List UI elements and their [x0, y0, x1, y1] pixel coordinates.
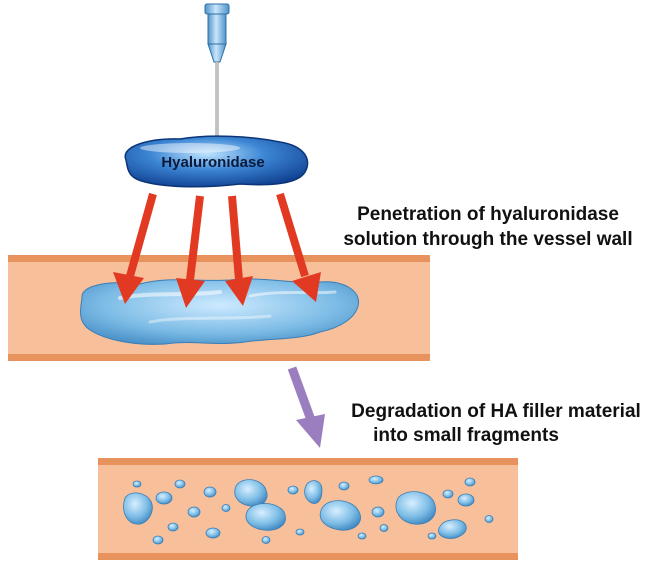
step1-caption-line1: Penetration of hyaluronidase	[357, 204, 619, 225]
fragment-small-13	[368, 475, 384, 485]
fragment-large-6	[304, 480, 323, 504]
fragment-large-4	[319, 500, 361, 531]
enzyme-label: Hyaluronidase	[161, 154, 264, 171]
fragment-small-16	[357, 532, 367, 540]
fragment-small-21	[427, 532, 437, 540]
vessel-top-wall-lower	[8, 354, 430, 361]
step1-caption-line2: solution through the vessel wall	[343, 229, 632, 250]
fragment-large-3	[245, 503, 286, 531]
red-arrow-2	[176, 195, 205, 308]
fragment-small-9	[261, 536, 271, 544]
fragment-small-17	[442, 489, 454, 499]
fragment-small-6	[167, 522, 179, 532]
step2-caption-line1: Degradation of HA filler material	[351, 401, 641, 422]
fragment-large-1	[123, 492, 153, 525]
syringe-barrel	[207, 13, 227, 45]
fragment-large-2	[234, 479, 268, 507]
fragment-small-2	[174, 479, 186, 489]
fragment-small-8	[221, 504, 231, 512]
fragment-small-18	[457, 493, 475, 507]
fragment-small-20	[484, 515, 494, 523]
vessel-bottom-wall-lower	[98, 553, 518, 560]
enzyme-blob	[124, 135, 309, 188]
syringe-needle	[215, 62, 219, 144]
fragment-small-4	[187, 506, 201, 518]
penetration-arrows	[113, 192, 321, 308]
fragment-small-10	[287, 485, 299, 495]
fragment-small-19	[464, 477, 476, 487]
ha-fragments	[123, 475, 494, 545]
syringe-icon	[204, 3, 230, 144]
syringe-tip	[207, 43, 227, 63]
fragment-small-22	[132, 480, 142, 488]
red-arrow-1	[113, 192, 157, 304]
ha-filler-gel	[79, 278, 360, 345]
fragment-small-11	[295, 528, 305, 536]
fragment-small-5	[205, 527, 221, 539]
red-arrow-3	[225, 195, 253, 306]
fragment-small-15	[379, 524, 389, 532]
syringe-hub	[204, 3, 230, 15]
ha-gel-highlight-3	[148, 314, 272, 324]
vessel-bottom-lumen	[98, 460, 518, 560]
vessel-bottom	[98, 458, 518, 560]
degradation-arrow	[287, 366, 325, 448]
fragment-small-1	[155, 491, 173, 505]
fragment-small-7	[152, 535, 164, 545]
fragment-small-14	[371, 506, 385, 518]
enzyme-highlight	[140, 143, 240, 153]
step2-caption-line2: into small fragments	[373, 425, 559, 446]
vessel-top-wall-upper	[8, 255, 430, 262]
ha-gel-highlight-2	[248, 290, 337, 298]
hyaluronidase-droplet: Hyaluronidase	[124, 135, 309, 188]
fragment-small-3	[203, 486, 217, 498]
fragment-large-5	[395, 491, 436, 525]
fragment-small-12	[338, 481, 350, 491]
vessel-bottom-wall-upper	[98, 458, 518, 465]
red-arrow-4	[276, 192, 321, 302]
fragment-large-7	[438, 519, 467, 539]
